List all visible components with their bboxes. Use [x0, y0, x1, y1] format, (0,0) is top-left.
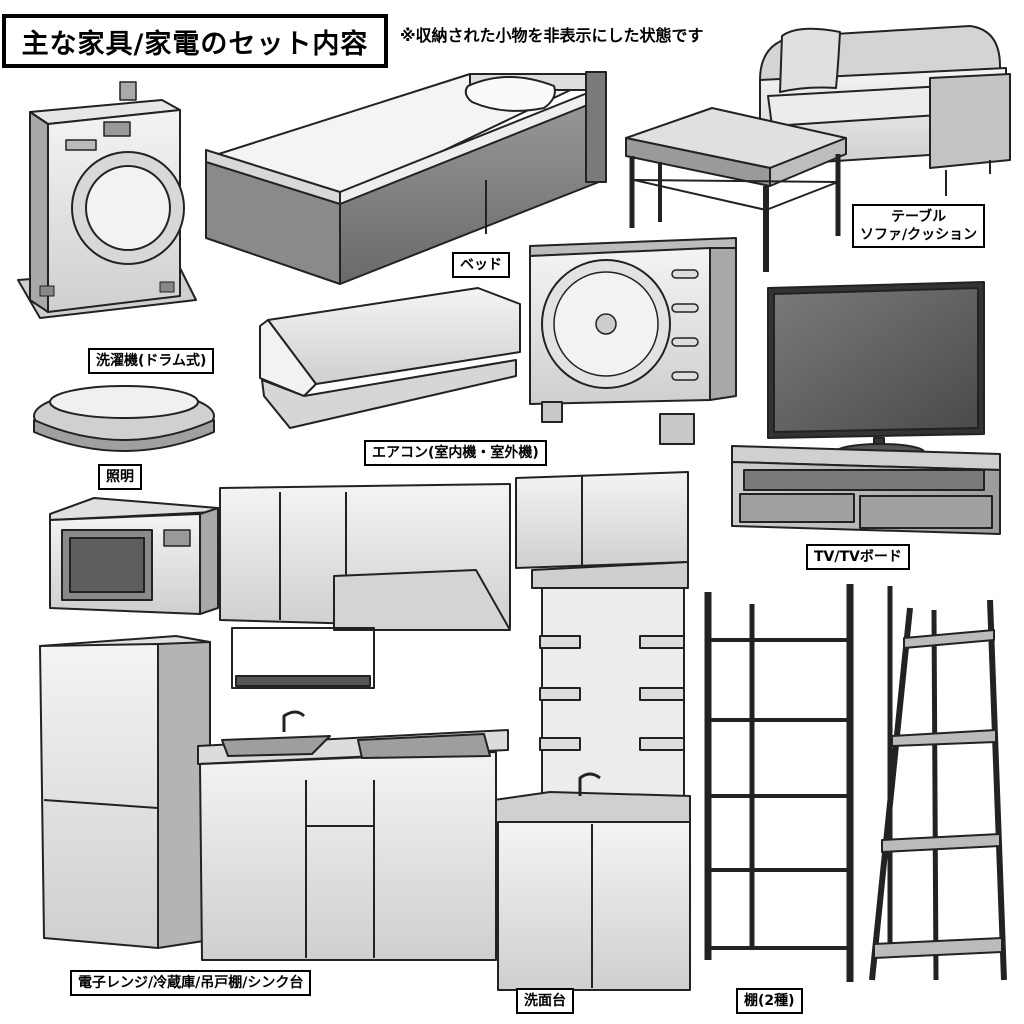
bed	[205, 71, 607, 285]
hidden-items-note: ※収納された小物を非表示にした状態です	[400, 26, 704, 45]
label-light: 照明	[98, 464, 142, 490]
ladder-shelf	[869, 599, 1007, 981]
label-washer: 洗濯機(ドラム式)	[88, 348, 215, 374]
tv-board	[731, 445, 1001, 535]
label-sofa-cushion: ソファ/クッション	[860, 227, 978, 243]
label-table-sofa: テーブル ソファ/クッション	[852, 204, 986, 248]
metal-shelf	[704, 584, 893, 982]
coffee-table	[625, 107, 847, 272]
label-table: テーブル	[890, 209, 947, 225]
aircon-outdoor-unit	[529, 237, 737, 445]
washing-machine	[17, 81, 197, 319]
label-washbasin: 洗面台	[516, 988, 574, 1014]
label-kitchen: 電子レンジ/冷蔵庫/吊戸棚/シンク台	[70, 970, 312, 996]
washbasin-unit	[493, 471, 691, 991]
microwave	[49, 497, 219, 615]
ceiling-light	[33, 385, 215, 452]
wall-cabinets	[219, 483, 511, 689]
kitchen-counter	[197, 710, 509, 961]
label-tv: TV/TVボード	[806, 544, 910, 570]
tv	[767, 281, 985, 461]
page-title: 主な家具/家電のセット内容	[2, 14, 388, 68]
label-bed: ベッド	[452, 252, 510, 278]
label-shelf: 棚(2種)	[736, 988, 803, 1014]
aircon-indoor-unit	[259, 287, 521, 429]
refrigerator	[39, 635, 211, 949]
label-aircon: エアコン(室内機・室外機)	[364, 440, 547, 466]
